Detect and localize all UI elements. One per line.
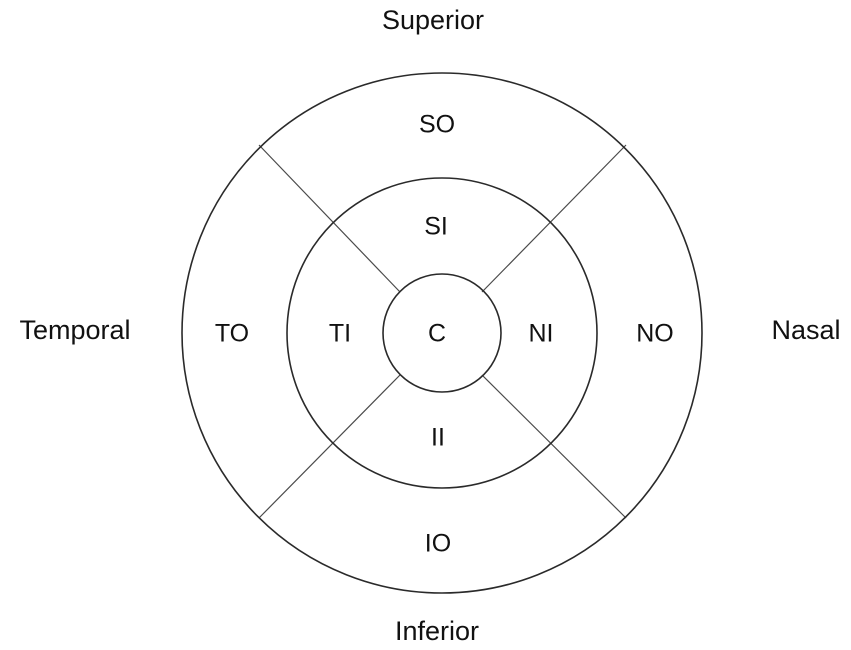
region-inferior-outer: IO: [425, 530, 451, 558]
region-temporal-inner: TI: [329, 320, 351, 348]
region-nasal-inner: NI: [529, 320, 554, 348]
region-temporal-outer: TO: [215, 320, 249, 348]
direction-temporal: Temporal: [19, 315, 130, 345]
divider-bottom-right: [481, 374, 627, 519]
direction-nasal: Nasal: [771, 315, 840, 345]
region-nasal-outer: NO: [636, 320, 674, 348]
region-center: C: [428, 320, 446, 348]
region-inferior-inner: II: [431, 424, 445, 452]
divider-top-right: [481, 144, 627, 293]
direction-superior: Superior: [382, 5, 484, 35]
outer-ring: [181, 72, 703, 594]
region-superior-inner: SI: [424, 213, 448, 241]
center-ring: [382, 273, 502, 393]
inner-ring: [286, 177, 598, 489]
region-superior-outer: SO: [419, 111, 455, 139]
divider-bottom-left: [258, 374, 401, 519]
direction-inferior: Inferior: [395, 616, 479, 646]
divider-top-left: [258, 144, 401, 293]
